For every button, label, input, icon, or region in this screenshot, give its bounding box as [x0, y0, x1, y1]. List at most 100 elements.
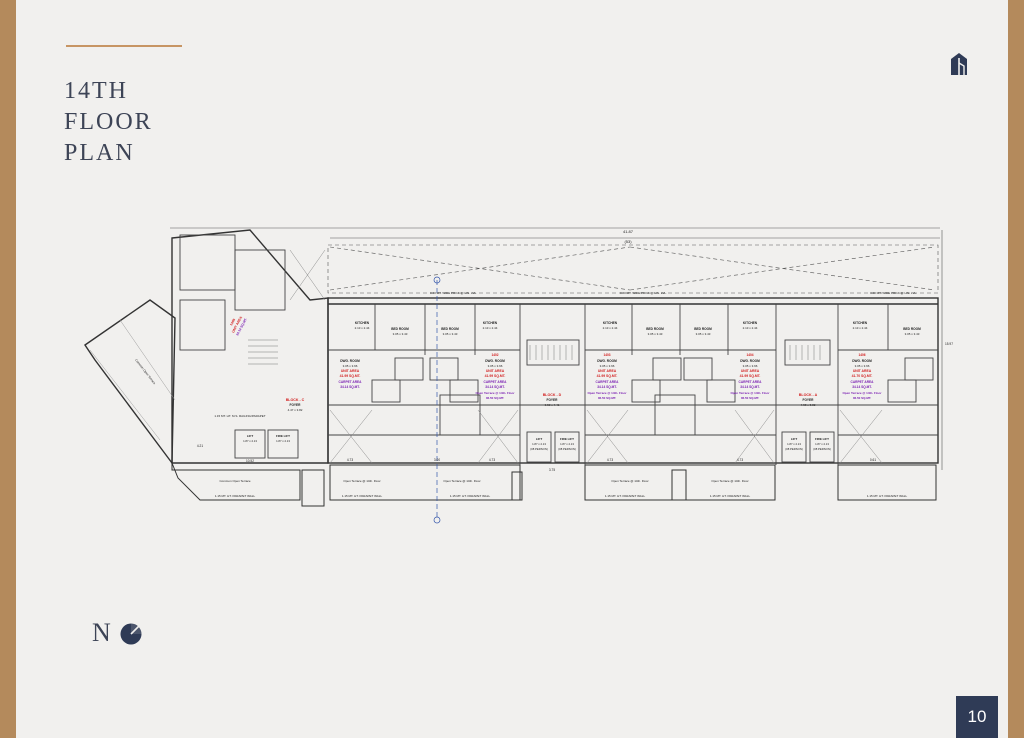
living-size-1: 3.05 x 3.66 — [343, 364, 358, 368]
carpet-value-2: 34.14 SQ.MT. — [485, 385, 505, 389]
block-d-label: BLOCK - D — [543, 393, 562, 397]
dim-3: 4.73 — [489, 458, 495, 462]
block-d-foyer-size: 6.50 x 4.41 — [545, 403, 560, 407]
parapet-label-c: 1.15 MT. HT. PARAPET WALL — [215, 494, 256, 498]
bedroom-label-3: BED ROOM — [646, 327, 664, 331]
block-c-foyer-size: 4.47 x 3.82 — [288, 408, 303, 412]
bedroom-label-5: BED ROOM — [903, 327, 921, 331]
dim-9: 0.61 — [870, 458, 876, 462]
kitchen-label-1: KITCHEN — [355, 321, 370, 325]
unit-area-value-2: 41.99 SQ.MT. — [485, 374, 506, 378]
parapet-label-5: 1.15 MT. HT. PARAPET WALL — [867, 494, 908, 498]
carpet-value-6: 34.14 SQ.MT. — [852, 385, 872, 389]
unit-area-label-3: UNIT AREA — [598, 369, 617, 373]
common-terrace-label: Common Open Terrace — [219, 479, 250, 483]
unit-area-value-4: 41.99 SQ.MT. — [740, 374, 761, 378]
unit-id-3: 1403 — [603, 353, 610, 357]
common-terrace-label-2: Common Open Terrace — [134, 358, 157, 385]
unit-area-label-4: UNIT AREA — [741, 369, 760, 373]
terrace-value-4: 06.50 SQ.MT. — [741, 396, 760, 400]
overall-width-sub: (53) — [624, 239, 632, 244]
projection-label-1: 0.60 MT. WIDE PROJ. @ LIN. LVL. — [430, 291, 477, 295]
page-number-badge: 10 — [956, 696, 998, 738]
living-size-6: 3.05 x 3.66 — [855, 364, 870, 368]
lift-cap-a: (08 PERSON) — [785, 447, 803, 451]
kitchen-label-4: KITCHEN — [743, 321, 758, 325]
lift-size-c: 1.87 x 2.13 — [243, 439, 257, 443]
parapet-label-4: 1.15 MT. HT. PARAPET WALL — [710, 494, 751, 498]
carpet-label-6: CARPET AREA — [851, 380, 875, 384]
lift-label-c: LIFT — [247, 434, 253, 438]
page-title-line-1: 14TH — [64, 78, 128, 104]
lift-size-a: 1.87 x 2.13 — [787, 442, 801, 446]
terrace-value-2: 06.50 SQ.MT. — [486, 396, 505, 400]
fire-lift-cap-a: (08 PERSON) — [813, 447, 831, 451]
mls-rail-label: 1.15 MT. HT. M.S. RAILING/PARAPET — [214, 414, 265, 418]
kitchen-label-5: KITCHEN — [853, 321, 868, 325]
terrace-value-3: 06.50 SQ.MT. — [598, 396, 617, 400]
unit-id-6: 1406 — [858, 353, 865, 357]
open-terrace-label-3: Open Terrace @ 14th. Floor — [611, 479, 648, 483]
lift-label-d: LIFT — [536, 437, 542, 441]
carpet-label-3: CARPET AREA — [596, 380, 620, 384]
bedroom-label-4: BED ROOM — [694, 327, 712, 331]
carpet-value-1: 34.14 SQ.MT. — [340, 385, 360, 389]
living-size-2: 3.05 x 3.66 — [488, 364, 503, 368]
parapet-label-3: 1.15 MT. HT. PARAPET WALL — [605, 494, 646, 498]
page-title-line-3: PLAN — [64, 140, 135, 166]
lift-size-d: 1.87 x 2.13 — [532, 442, 546, 446]
block-a-label: BLOCK - A — [799, 393, 818, 397]
brochure-page — [16, 0, 1008, 738]
block-c-label: BLOCK - C — [286, 398, 305, 402]
kitchen-size-1: 2.13 x 2.44 — [355, 326, 370, 330]
fire-lift-label-a: FIRE LIFT — [815, 437, 829, 441]
kitchen-size-2: 2.13 x 2.44 — [483, 326, 498, 330]
bedroom-size-3: 3.05 x 3.43 — [648, 332, 663, 336]
open-terrace-label-1: Open Terrace @ 14th. Floor — [343, 479, 380, 483]
living-label-3: DWG. ROOM — [597, 359, 617, 363]
north-compass: N — [92, 618, 146, 649]
unit-area-label-6: UNIT AREA — [853, 369, 872, 373]
dim-6: 10.52 — [246, 459, 254, 463]
bedroom-size-4: 3.05 x 3.43 — [696, 332, 711, 336]
north-letter: N — [92, 618, 111, 647]
dim-2: 3.00 — [434, 458, 440, 462]
dim-4: 4.73 — [607, 458, 613, 462]
overall-width-dim: 41.87 — [623, 229, 634, 234]
living-label-6: DWG. ROOM — [852, 359, 872, 363]
kitchen-size-5: 2.13 x 2.44 — [853, 326, 868, 330]
block-d-foyer: FOYER — [547, 398, 559, 402]
bedroom-label-2: BED ROOM — [441, 327, 459, 331]
block-c-foyer: FOYER — [290, 403, 302, 407]
dim-5: 4.73 — [737, 458, 743, 462]
kitchen-label-3: KITCHEN — [603, 321, 618, 325]
open-terrace-label-2: Open Terrace @ 14th. Floor — [443, 479, 480, 483]
fire-lift-cap-d: (08 PERSON) — [558, 447, 576, 451]
projection-label-3: 0.60 MT. WIDE PROJ. @ LIN. LVL. — [870, 291, 917, 295]
living-label-1: DWG. ROOM — [340, 359, 360, 363]
lift-cap-d: (08 PERSON) — [530, 447, 548, 451]
terrace-value-6: 06.50 SQ.MT. — [853, 396, 872, 400]
terrace-label-4: Open Terrace @ 14th. Floor — [730, 391, 770, 395]
dim-7: 3.75 — [549, 468, 555, 472]
unit-area-value-3: 41.99 SQ.MT. — [597, 374, 618, 378]
unit-id-5: 1405 — [229, 318, 236, 327]
unit-area-value-6: 41.70 SQ.MT. — [852, 374, 873, 378]
carpet-label-4: CARPET AREA — [739, 380, 763, 384]
unit-id-2: 1402 — [491, 353, 498, 357]
living-label-2: DWG. ROOM — [485, 359, 505, 363]
kitchen-size-3: 2.13 x 2.44 — [603, 326, 618, 330]
kitchen-size-4: 2.13 x 2.44 — [743, 326, 758, 330]
fire-lift-size-d: 1.87 x 2.13 — [560, 442, 574, 446]
carpet-label-1: CARPET AREA — [339, 380, 363, 384]
open-terrace-label-4: Open Terrace @ 14th. Floor — [711, 479, 748, 483]
unit-id-4: 1404 — [746, 353, 753, 357]
fire-lift-size-a: 1.87 x 2.13 — [815, 442, 829, 446]
unit-area-label-2: UNIT AREA — [486, 369, 505, 373]
parapet-label-1: 1.15 MT. HT. PARAPET WALL — [342, 494, 383, 498]
fire-lift-label-c: FIRE LIFT — [276, 434, 290, 438]
fire-lift-label-d: FIRE LIFT — [560, 437, 574, 441]
living-size-4: 3.05 x 3.66 — [743, 364, 758, 368]
terrace-label-2: Open Terrace @ 14th. Floor — [475, 391, 515, 395]
block-a-foyer-size: 4.98 x 3.82 — [801, 403, 816, 407]
